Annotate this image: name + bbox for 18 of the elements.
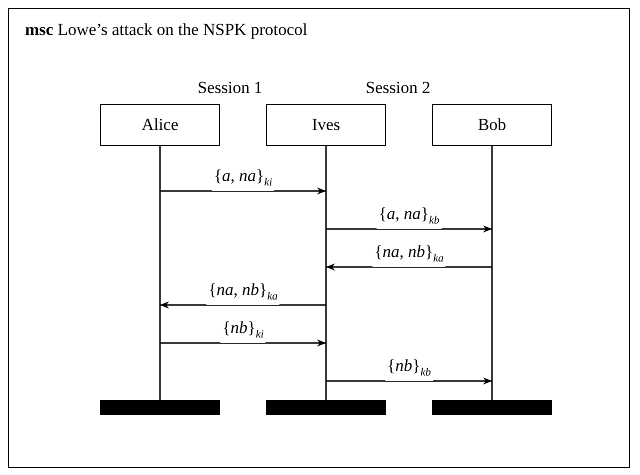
- message-arrow: [326, 225, 492, 233]
- message-arrow: [160, 301, 326, 309]
- participant-box: Bob: [432, 104, 552, 146]
- message-label: {na, nb}$_{ka}$: [206, 281, 280, 306]
- message-label: {na, nb}$_{ka}$: [372, 243, 446, 268]
- session-label: Session 2: [366, 78, 430, 98]
- message-label: {a, na}$_{kb}$: [376, 205, 442, 230]
- participant-box: Ives: [266, 104, 386, 146]
- session-label: Session 1: [198, 78, 262, 98]
- message-label: {nb}$_{kb}$: [385, 357, 433, 382]
- participant-box: Alice: [100, 104, 220, 146]
- message-arrow: [326, 263, 492, 271]
- message-arrow: [160, 339, 326, 347]
- diagram-title: msc Lowe’s attack on the NSPK protocol: [25, 20, 308, 40]
- message-arrow: [160, 187, 326, 195]
- message-label: {nb}$_{ki}$: [220, 319, 266, 344]
- message-arrow: [326, 377, 492, 385]
- message-label: {a, na}$_{ki}$: [212, 167, 274, 192]
